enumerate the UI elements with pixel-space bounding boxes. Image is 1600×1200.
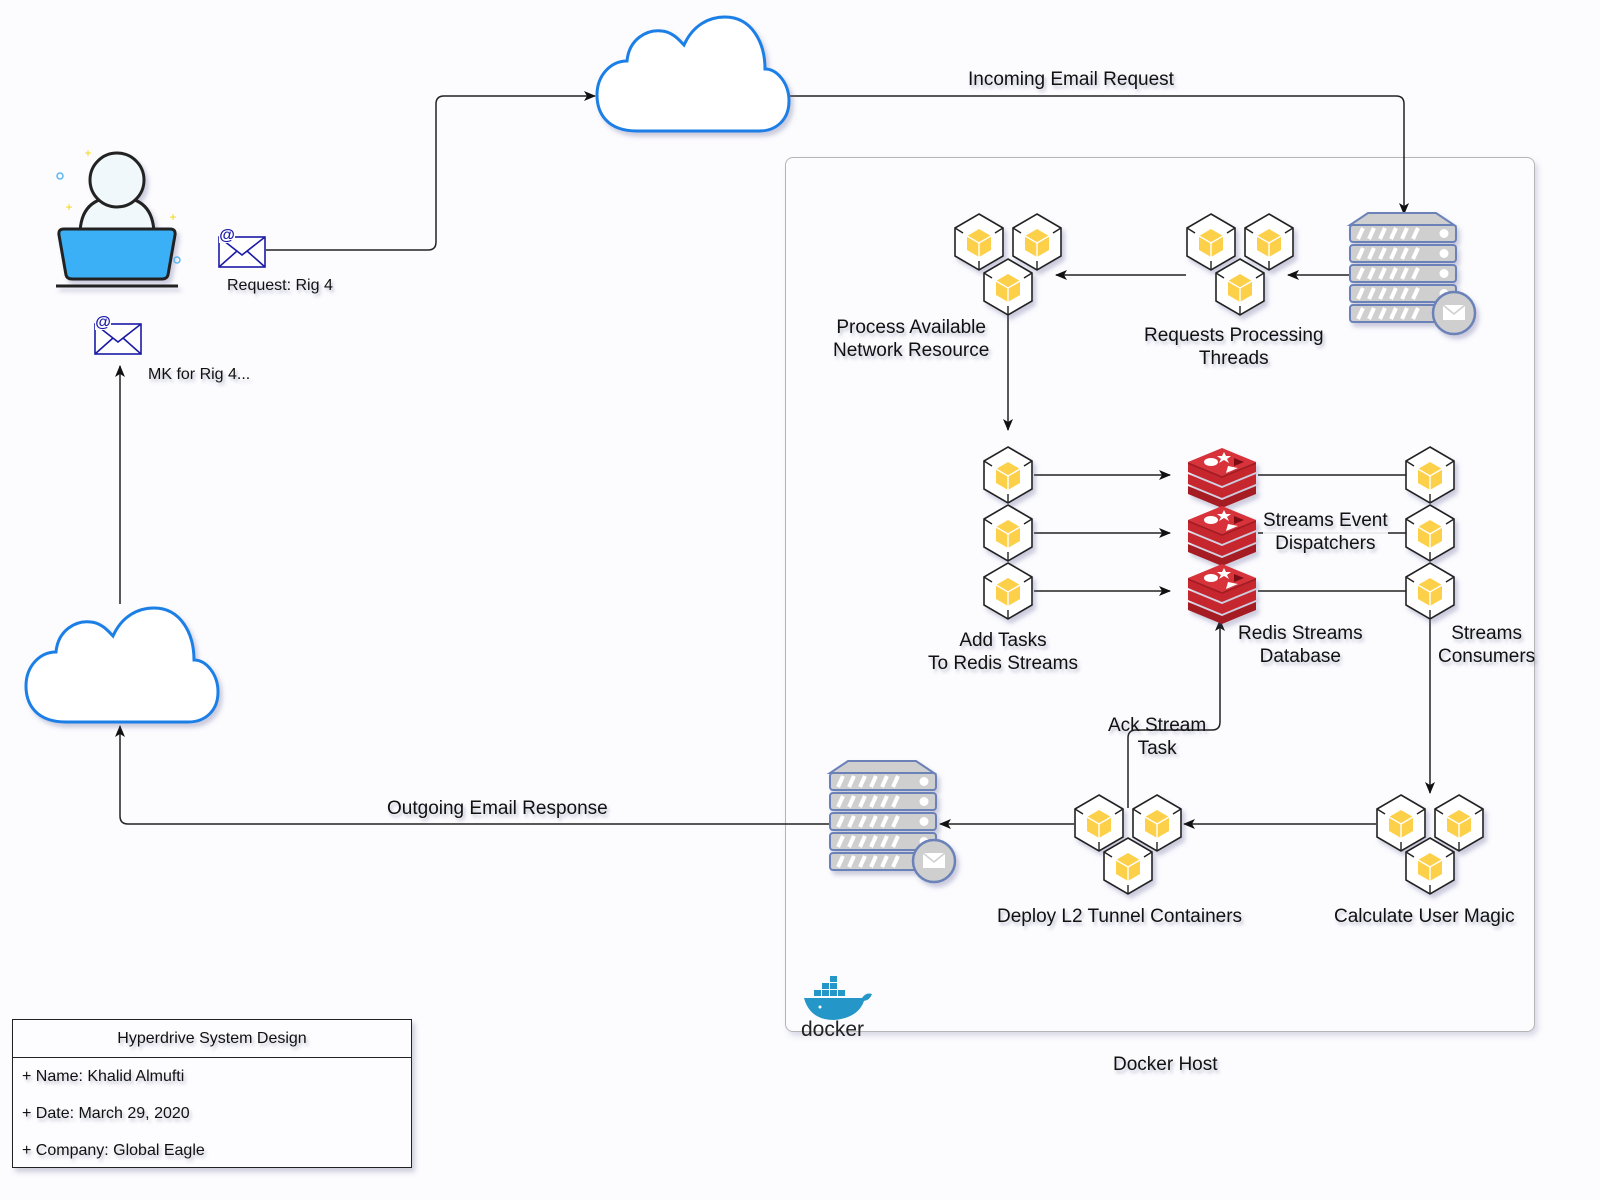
label-redis-line1: Redis Streams (1238, 623, 1363, 644)
redis-stream-icon-1 (1188, 448, 1256, 508)
label-redis-line2: Database (1259, 646, 1341, 667)
label-response-email: MK for Rig 4... (148, 366, 251, 383)
add-task-cube-2 (983, 504, 1033, 562)
label-consumers: Streams Consumers (1438, 622, 1535, 668)
label-request-threads: Requests Processing Threads (1144, 324, 1324, 370)
deploy-cube-1 (1074, 794, 1124, 852)
label-process-line2: Network Resource (833, 340, 990, 361)
edge-cloud-to-server (781, 95, 1409, 215)
docker-logo-icon: docker (801, 976, 872, 1041)
label-consumers-line1: Streams (1451, 623, 1522, 644)
process-cube-3 (983, 258, 1033, 316)
label-dispatchers: Streams Event Dispatchers (1263, 509, 1388, 555)
label-consumers-line2: Consumers (1438, 646, 1536, 667)
label-ack-line2: Task (1137, 738, 1177, 759)
label-add-tasks-line1: Add Tasks (959, 630, 1047, 651)
svg-text:+: + (65, 200, 72, 214)
label-ack-stream: Ack Stream Task (1108, 714, 1206, 760)
label-process-line1: Process Available (836, 317, 986, 338)
title-block-header: Hyperdrive System Design (13, 1020, 411, 1058)
user-laptop-icon: + + + (56, 146, 181, 288)
redis-stream-icon-2 (1188, 506, 1256, 566)
docker-logo-text: docker (801, 1018, 864, 1041)
consumer-cube-1 (1405, 446, 1455, 504)
label-threads-line2: Threads (1198, 348, 1269, 369)
label-redis-db: Redis Streams Database (1238, 622, 1363, 668)
consumer-cube-3 (1405, 562, 1455, 620)
process-cube-1 (954, 213, 1004, 271)
calc-cube-1 (1376, 794, 1426, 852)
thread-cube-3 (1215, 258, 1265, 316)
label-add-tasks-line2: To Redis Streams (928, 653, 1078, 674)
title-block-company: + Company: Global Eagle (22, 1142, 205, 1159)
label-docker-host: Docker Host (1113, 1054, 1218, 1075)
label-ack-line1: Ack Stream (1108, 715, 1207, 736)
calc-cube-3 (1405, 837, 1455, 895)
svg-text:+: + (84, 146, 91, 160)
connectors (115, 91, 1435, 829)
deploy-cube-2 (1132, 794, 1182, 852)
label-threads-line1: Requests Processing (1144, 325, 1324, 346)
title-block-date: + Date: March 29, 2020 (22, 1105, 190, 1122)
deploy-cube-3 (1103, 837, 1153, 895)
label-dispatchers-line1: Streams Event (1263, 510, 1388, 531)
label-process-resource: Process Available Network Resource (833, 316, 989, 362)
label-incoming-email-request: Incoming Email Request (968, 69, 1174, 90)
label-dispatchers-line2: Dispatchers (1275, 533, 1376, 554)
process-cube-2 (1012, 213, 1062, 271)
add-task-cube-1 (983, 446, 1033, 504)
label-calc-magic: Calculate User Magic (1334, 906, 1515, 927)
label-add-tasks: Add Tasks To Redis Streams (928, 629, 1078, 675)
edge-ack-stream (1127, 619, 1225, 808)
title-block: Hyperdrive System Design + Name: Khalid … (12, 1019, 412, 1168)
label-outgoing-email-response: Outgoing Email Response (387, 798, 608, 819)
label-deploy-l2: Deploy L2 Tunnel Containers (997, 906, 1243, 927)
label-request-email: Request: Rig 4 (227, 277, 333, 294)
calc-cube-2 (1434, 794, 1484, 852)
svg-text:+: + (169, 210, 176, 224)
edge-server-to-cloud (115, 725, 836, 825)
title-block-name: + Name: Khalid Almufti (22, 1068, 185, 1085)
thread-cube-1 (1186, 213, 1236, 271)
consumer-cube-2 (1405, 504, 1455, 562)
edge-user-to-cloud (266, 91, 596, 251)
thread-cube-2 (1244, 213, 1294, 271)
redis-stream-icon-3 (1188, 564, 1256, 624)
add-task-cube-3 (983, 562, 1033, 620)
